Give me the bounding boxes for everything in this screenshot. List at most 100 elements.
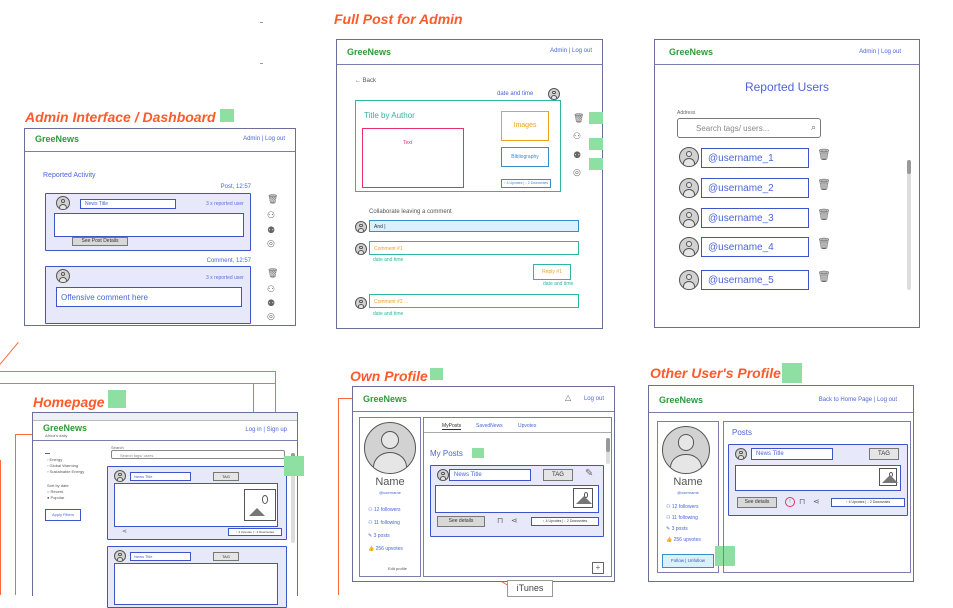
homepage-post-card[interactable]: News Title TAG — [107, 546, 287, 608]
tag-badge[interactable]: TAG — [543, 469, 573, 481]
followers-count[interactable]: 12 followers — [373, 507, 401, 513]
user-remove-icon[interactable]: ⚇ — [267, 284, 276, 294]
bibliography-label: Bibliography — [511, 154, 539, 160]
connector-line — [0, 460, 1, 595]
scrollbar[interactable] — [606, 438, 610, 464]
report-icon[interactable]: ! — [785, 497, 795, 507]
tag-badge[interactable]: TAG — [213, 472, 239, 481]
posts-icon: ✎ — [368, 533, 373, 539]
reported-users-header-links[interactable]: Admin | Log out — [859, 49, 901, 55]
share-icon[interactable]: ⋖ — [122, 529, 128, 535]
back-link[interactable]: ← Back — [355, 78, 377, 84]
reported-user-5[interactable]: @username_5 — [701, 270, 809, 290]
avatar — [56, 196, 70, 210]
user-avatar — [679, 178, 699, 198]
share-icon[interactable]: ⋖ — [511, 516, 518, 525]
user-check-icon[interactable]: ⚉ — [267, 298, 276, 308]
other-post-card[interactable]: News Title TAG See details ! ⊓ ⋖ ↑ 4 Upv… — [728, 444, 908, 516]
trash-icon[interactable]: 🗑 — [267, 194, 279, 204]
reported-user-3[interactable]: @username_3 — [701, 208, 809, 228]
full-post-header: GreeNews Admin | Log out — [337, 40, 602, 65]
post-date: date and time — [497, 91, 534, 97]
images-label: Images — [513, 122, 537, 129]
sort-list[interactable]: Sort by date ○ Recent ● Popular — [47, 483, 69, 501]
user-check-icon[interactable]: ⚉ — [267, 225, 276, 235]
filter-list[interactable]: ▫ Energy ▫ Global Warming ▫ Sustainable … — [47, 457, 84, 475]
user-remove-icon[interactable]: ⚇ — [267, 210, 276, 220]
trash-icon[interactable]: 🗑 — [817, 179, 831, 191]
connector-line — [275, 371, 276, 429]
post-text-label: Text — [403, 140, 413, 146]
brand-logo: GreeNews — [347, 47, 392, 57]
tag-badge[interactable]: TAG — [213, 552, 239, 561]
post-content-field — [54, 213, 244, 237]
tab-upvotes[interactable]: Upvotes — [518, 423, 537, 429]
bookmark-icon[interactable]: ⊓ — [497, 516, 504, 525]
own-post-card[interactable]: News Title TAG ✎ See details ⊓ ⋖ ↑ 4 Upv… — [430, 465, 604, 537]
tag-badge[interactable]: TAG — [869, 448, 899, 460]
bell-icon[interactable]: △ — [565, 393, 572, 402]
approve-icon[interactable]: ◎ — [573, 167, 581, 177]
vote-box[interactable]: ↑ 4 Upvotes | ↓ 2 Downvotes — [501, 179, 551, 188]
add-post-button[interactable]: + — [592, 562, 604, 574]
following-count[interactable]: 11 following — [373, 520, 400, 526]
approve-icon[interactable]: ◎ — [267, 311, 275, 321]
trash-icon[interactable]: 🗑 — [817, 149, 831, 161]
tab-my-posts[interactable]: MyPosts — [442, 423, 462, 430]
brand-logo: GreeNews — [43, 423, 88, 433]
follow-unfollow-button[interactable]: Follow | Unfollow — [662, 554, 714, 568]
full-post-header-links[interactable]: Admin | Log out — [550, 48, 592, 54]
vote-box[interactable]: ↑ 4 Upvotes | ↓ 2 Downvotes — [228, 528, 282, 536]
trash-icon[interactable]: 🗑 — [267, 268, 279, 278]
see-details-button[interactable]: See details — [737, 497, 777, 508]
user-check-icon[interactable]: ⚉ — [573, 150, 582, 160]
approve-icon[interactable]: ◎ — [267, 238, 275, 248]
trash-icon[interactable]: 🗑 — [817, 209, 831, 221]
edit-icon[interactable]: ✎ — [585, 468, 594, 479]
homepage-search-input[interactable]: Search tags/ users — [111, 450, 285, 459]
post-text-box: Text — [362, 128, 464, 188]
edit-profile-link[interactable]: Edit profile — [388, 566, 407, 571]
homepage-post-card[interactable]: News Title TAG ⋖ ↑ 4 Upvotes | ↓ 2 Downv… — [107, 466, 287, 540]
apply-filters-button[interactable]: Apply Filters — [45, 509, 81, 521]
share-icon[interactable]: ⋖ — [813, 497, 820, 506]
sticky-note — [589, 158, 603, 170]
connector-line — [338, 398, 356, 399]
comment-2: Comment #2 ... — [369, 294, 579, 308]
login-signup-links[interactable]: Log in | Sign up — [245, 427, 287, 433]
admin-header: GreeNews Admin | Log out — [25, 129, 295, 152]
bibliography-box[interactable]: Bibliography — [501, 147, 549, 167]
comment-input[interactable]: And | — [369, 220, 579, 232]
reported-user-2[interactable]: @username_2 — [701, 178, 809, 198]
trash-icon[interactable]: 🗑 — [817, 271, 831, 283]
search-box[interactable]: Search tags/ users... ⌕ — [677, 118, 821, 138]
back-logout-links[interactable]: Back to Home Page | Log out — [818, 397, 897, 403]
see-post-details-button[interactable]: See Post Details — [72, 237, 128, 246]
connector-line — [253, 383, 254, 428]
user-remove-icon[interactable]: ⚇ — [573, 131, 582, 141]
profile-stats: ⚇ 12 followers ⚇ 11 following ✎ 3 posts … — [666, 502, 701, 546]
reported-user-4[interactable]: @username_4 — [701, 237, 809, 257]
admin-header-links[interactable]: Admin | Log out — [243, 136, 285, 142]
bookmark-icon[interactable]: ⊓ — [799, 497, 806, 506]
logout-link[interactable]: Log out — [583, 396, 604, 402]
trash-icon[interactable]: 🗑 — [573, 113, 585, 123]
reported-user-1[interactable]: @username_1 — [701, 148, 809, 168]
search-icon[interactable]: ⌕ — [810, 122, 816, 132]
see-details-button[interactable]: See details — [437, 516, 485, 527]
reported-post-card: News Title 3 x reported user See Post De… — [45, 193, 251, 251]
following-count[interactable]: 11 following — [671, 515, 698, 521]
vote-box[interactable]: ↑ 4 Upvotes | ↓ 2 Downvotes — [831, 498, 905, 507]
own-profile-header: GreeNews △ Log out — [353, 387, 614, 412]
search-input[interactable]: Search tags/ users... — [696, 124, 770, 133]
tab-saved-news[interactable]: SavedNews — [476, 423, 503, 429]
scrollbar[interactable] — [907, 160, 911, 290]
reported-activity-label: Reported Activity — [43, 172, 96, 179]
brand-logo: GreeNews — [669, 47, 714, 57]
followers-count[interactable]: 12 followers — [671, 504, 699, 510]
full-post-title: Full Post for Admin — [334, 11, 463, 27]
vote-box[interactable]: ↑ 4 Upvotes | ↓ 2 Downvotes — [531, 517, 599, 526]
trash-icon[interactable]: 🗑 — [817, 238, 831, 250]
images-box[interactable]: Images — [501, 111, 549, 141]
avatar — [735, 448, 747, 460]
